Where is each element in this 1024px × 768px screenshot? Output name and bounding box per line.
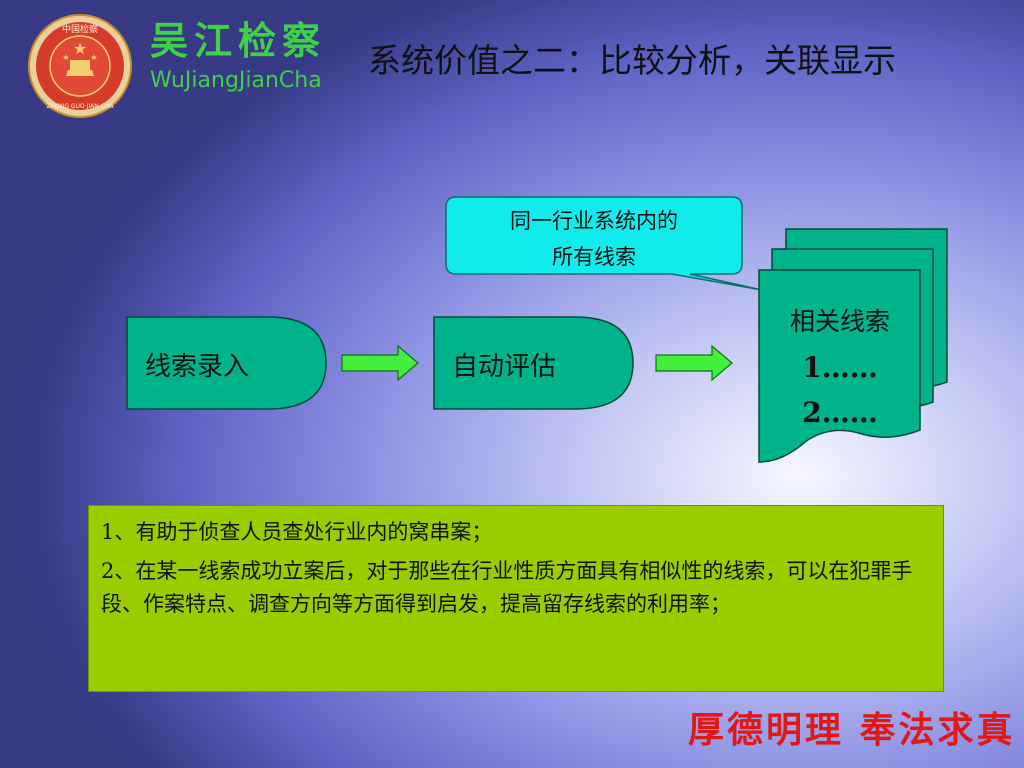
svg-text:★: ★	[62, 53, 69, 62]
step-auto-evaluate: 自动评估	[433, 316, 634, 410]
svg-text:★: ★	[90, 53, 97, 62]
callout-line-2: 所有线索	[552, 245, 636, 269]
related-clues-documents: 相关线索 1…… 2……	[758, 228, 948, 463]
emblem-bottom-text: ZHONG GUO JIAN CHA	[47, 103, 115, 110]
related-clues-title: 相关线索	[790, 307, 890, 336]
svg-text:★: ★	[73, 39, 87, 58]
emblem-top-text: 中国检察	[62, 23, 98, 35]
procuratorate-emblem: ★ ★ ★ 中国检察 ZHONG GUO JIAN CHA	[28, 14, 132, 118]
benefit-item-2: 2、在某一线索成功立案后，对于那些在行业性质方面具有相似性的线索，可以在犯罪手段…	[101, 559, 913, 617]
brand-name-chinese: 吴江检察	[150, 18, 327, 63]
related-clue-item-2: 2……	[802, 396, 877, 429]
benefits-note-box: 1、有助于侦查人员查处行业内的窝串案； 2、在某一线索成功立案后，对于那些在行业…	[88, 505, 944, 692]
callout-bubble: 同一行业系统内的 所有线索	[445, 196, 763, 291]
benefit-item-1: 1、有助于侦查人员查处行业内的窝串案；	[101, 520, 493, 544]
brand-name-pinyin: WuJiangJianCha	[150, 68, 322, 93]
flow-arrow-1	[341, 344, 419, 382]
step-clue-entry-label: 线索录入	[145, 352, 249, 382]
slide-title: 系统价值之二：比较分析，关联显示	[368, 41, 896, 80]
footer-motto: 厚德明理 奉法求真	[688, 709, 1016, 751]
related-clue-item-1: 1……	[802, 351, 877, 384]
callout-line-1: 同一行业系统内的	[510, 209, 678, 233]
step-auto-evaluate-label: 自动评估	[452, 352, 556, 382]
flow-arrow-2	[655, 344, 733, 382]
step-clue-entry: 线索录入	[126, 316, 327, 410]
